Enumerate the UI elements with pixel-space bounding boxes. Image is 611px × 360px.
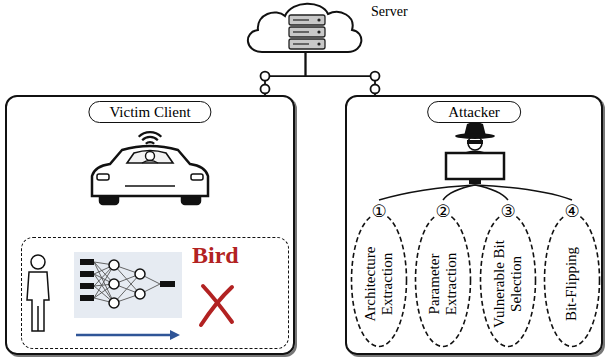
neural-network-icon [94,262,160,303]
dashed-ellipse [481,214,536,347]
neural-network-icon [80,283,94,289]
server-led [317,18,320,21]
step-label: Vulnerable Bit Selection [491,231,526,337]
panel-title: Victim Client [88,101,211,123]
link-port [261,72,270,81]
server-rack [289,15,325,25]
neural-network-icon [109,279,119,289]
hacker-icon [469,179,481,184]
neural-network-icon [80,271,94,277]
dashed-ellipse [352,214,407,347]
car-icon [191,174,203,180]
wifi-icon [142,137,158,140]
neural-network-icon [80,259,175,301]
neural-network-icon [135,269,145,279]
car-icon [125,185,175,187]
leader-line [475,185,572,200]
wifi-icon [146,142,154,144]
step-label: Parameter Extraction [426,231,461,337]
attack-step: ②Parameter Extraction [414,212,472,348]
dashed-ellipse [416,214,471,347]
attack-step: ①Architecture Extraction [350,212,408,348]
callout-number: ① [370,202,387,221]
hacker-icon [455,133,495,139]
car-icon [142,161,158,164]
attack-step: ④Bit-Flipping [543,212,601,348]
leader-line [379,185,475,200]
neural-network-icon [109,260,145,308]
callout-number: ③ [499,202,516,221]
hacker-icon [446,122,504,184]
wrong-mark [201,286,232,325]
victim-client-panel: Bird Victim Client [5,95,295,355]
attacker-panel: ①Architecture Extraction②Parameter Extra… [345,95,603,355]
wifi-icon [139,132,162,137]
flow-arrow [170,330,180,340]
car-icon [92,146,208,204]
callout-number: ④ [563,202,580,221]
neural-network-icon [74,252,182,318]
server-slot [293,19,309,20]
person-icon [37,306,39,331]
leader-line [379,185,572,200]
hacker-icon [446,153,504,179]
car-icon [127,151,173,164]
neural-network-icon [114,274,140,303]
flow-arrow [76,330,180,340]
server-led [317,42,320,45]
dashed-ellipse [545,214,600,347]
prediction-label: Bird [192,242,239,269]
network-link [265,53,306,95]
person-icon [31,255,45,269]
person-icon [27,272,49,331]
server-label: Server [371,4,408,20]
car-icon [97,174,109,180]
neural-network-icon [109,298,119,308]
neural-network-icon [80,295,94,301]
callout-number: ② [434,202,451,221]
neural-network-icon [135,289,145,299]
person-icon [27,255,49,331]
server-node: Server [243,0,418,58]
neural-network-icon [109,260,119,270]
hacker-icon [467,140,483,144]
leader-line [443,185,475,200]
car-icon [92,146,208,196]
neural-network-icon [160,281,175,287]
neural-network-icon [74,252,182,318]
server-icon [243,0,368,53]
server-slot [293,31,309,32]
step-label: Architecture Extraction [362,231,397,337]
neural-network-icon [114,265,140,294]
server-rack [289,27,325,37]
car-icon [146,152,155,161]
link-port [371,85,380,94]
link-port [371,72,380,81]
network-link [306,53,376,95]
server-slot [293,43,309,44]
attack-step: ③Vulnerable Bit Selection [479,212,537,348]
flow-arrow [76,334,172,337]
link-port [261,85,270,94]
server-rack [289,39,325,49]
server-led [317,30,320,33]
cloud-outline [248,4,361,52]
step-label: Bit-Flipping [563,231,580,337]
wrong-mark [201,287,232,325]
inference-box: Bird [21,237,289,349]
panel-title: Attacker [427,101,521,123]
neural-network-icon [80,259,94,265]
